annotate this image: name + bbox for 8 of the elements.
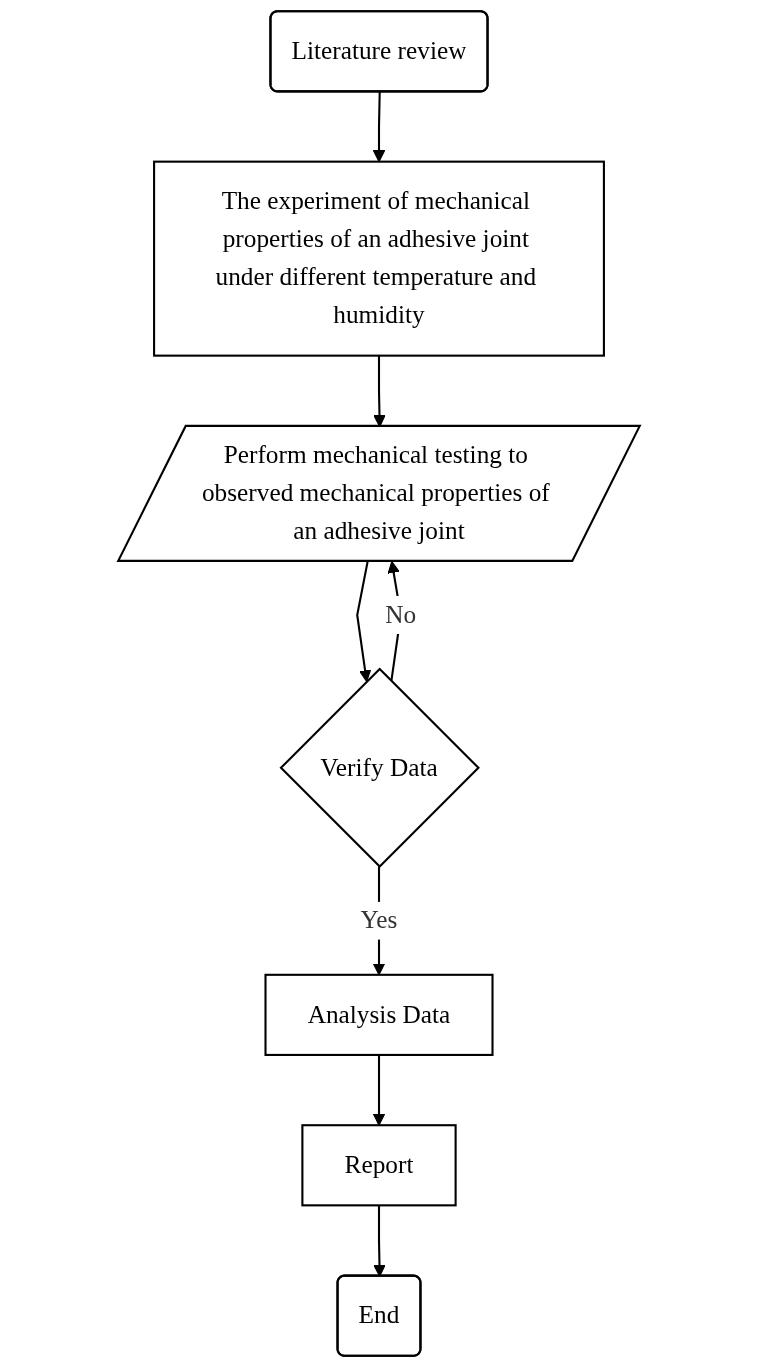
arrow	[372, 1054, 386, 1126]
node-box: The experiment of mechanical properties of an adhesive joint under different temperature and humidity	[153, 160, 605, 357]
edge-label: No	[385, 600, 417, 629]
node-box: Report	[301, 1124, 457, 1207]
node-diamond: Verify Data	[279, 667, 480, 869]
node-box: Analysis Data	[264, 973, 494, 1056]
edge-label: Yes	[360, 905, 398, 935]
arrow	[356, 561, 372, 682]
